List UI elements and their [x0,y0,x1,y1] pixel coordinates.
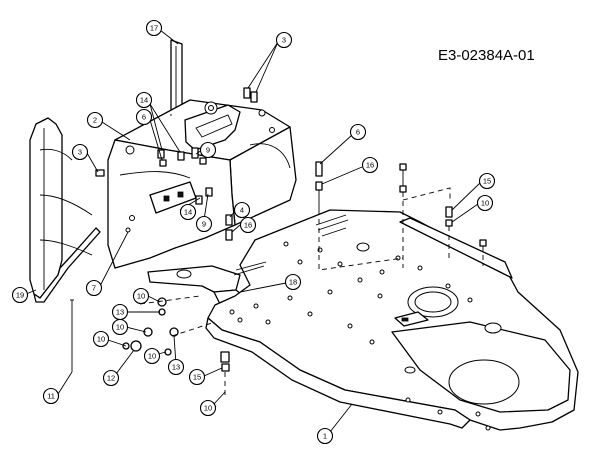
svg-text:7: 7 [92,284,96,293]
callout-18: 18 [284,273,302,291]
svg-text:10: 10 [481,199,489,208]
svg-text:9: 9 [202,220,206,229]
callout-10-b: 10 [111,318,129,336]
callout-9-mid: 9 [195,215,213,233]
svg-text:10: 10 [97,335,105,344]
callout-10-right: 10 [476,194,494,212]
svg-text:10: 10 [137,292,145,301]
part-deck [205,209,579,431]
callout-10-d: 10 [143,347,161,365]
callout-7: 7 [85,279,103,297]
callout-14-top: 14 [135,91,153,109]
callout-15-lower: 15 [188,368,206,386]
callout-12: 12 [102,369,120,387]
svg-text:1: 1 [323,432,327,441]
callout-16-mid: 16 [239,216,257,234]
svg-text:17: 17 [150,24,158,33]
svg-text:15: 15 [483,177,491,186]
callout-6-right: 6 [349,123,367,141]
callout-3-top: 3 [275,31,293,49]
svg-text:10: 10 [148,352,156,361]
svg-text:10: 10 [116,323,124,332]
svg-text:14: 14 [140,96,148,105]
svg-text:13: 13 [172,363,180,372]
callout-10-a: 10 [132,287,150,305]
callout-9-top: 9 [199,141,217,159]
svg-text:6: 6 [356,128,360,137]
svg-text:16: 16 [366,161,374,170]
callout-17: 17 [145,19,163,37]
callout-15-top: 15 [478,172,496,190]
callout-13-b: 13 [167,358,185,376]
callout-14-mid: 14 [179,203,197,221]
document-code: E3-02384A-01 [438,47,535,64]
callout-6-left: 6 [135,108,153,126]
svg-text:6: 6 [142,113,146,122]
callout-3-left: 3 [71,143,89,161]
part-main-bracket [107,99,297,269]
callout-10-c: 10 [92,330,110,348]
svg-text:13: 13 [116,308,124,317]
svg-text:10: 10 [204,404,212,413]
svg-text:16: 16 [244,221,252,230]
svg-text:4: 4 [240,206,244,215]
callout-11: 11 [42,387,60,405]
svg-text:19: 19 [16,291,24,300]
callout-1: 1 [316,427,334,445]
svg-text:2: 2 [93,116,97,125]
svg-text:18: 18 [289,278,297,287]
callout-16-right: 16 [361,156,379,174]
svg-text:3: 3 [78,148,82,157]
svg-text:3: 3 [282,36,286,45]
callout-4: 4 [233,201,251,219]
callouts: 17 3 2 14 6 9 3 14 9 4 16 6 [11,19,496,445]
callout-10-e: 10 [199,399,217,417]
callout-2: 2 [86,111,104,129]
svg-text:12: 12 [107,374,115,383]
part-side-plate [29,117,101,303]
callout-19: 19 [11,286,29,304]
svg-text:14: 14 [184,208,192,217]
svg-text:11: 11 [47,392,55,401]
callout-13-a: 13 [111,303,129,321]
svg-text:15: 15 [193,373,201,382]
alignment-lines [139,42,484,395]
svg-text:9: 9 [206,146,210,155]
